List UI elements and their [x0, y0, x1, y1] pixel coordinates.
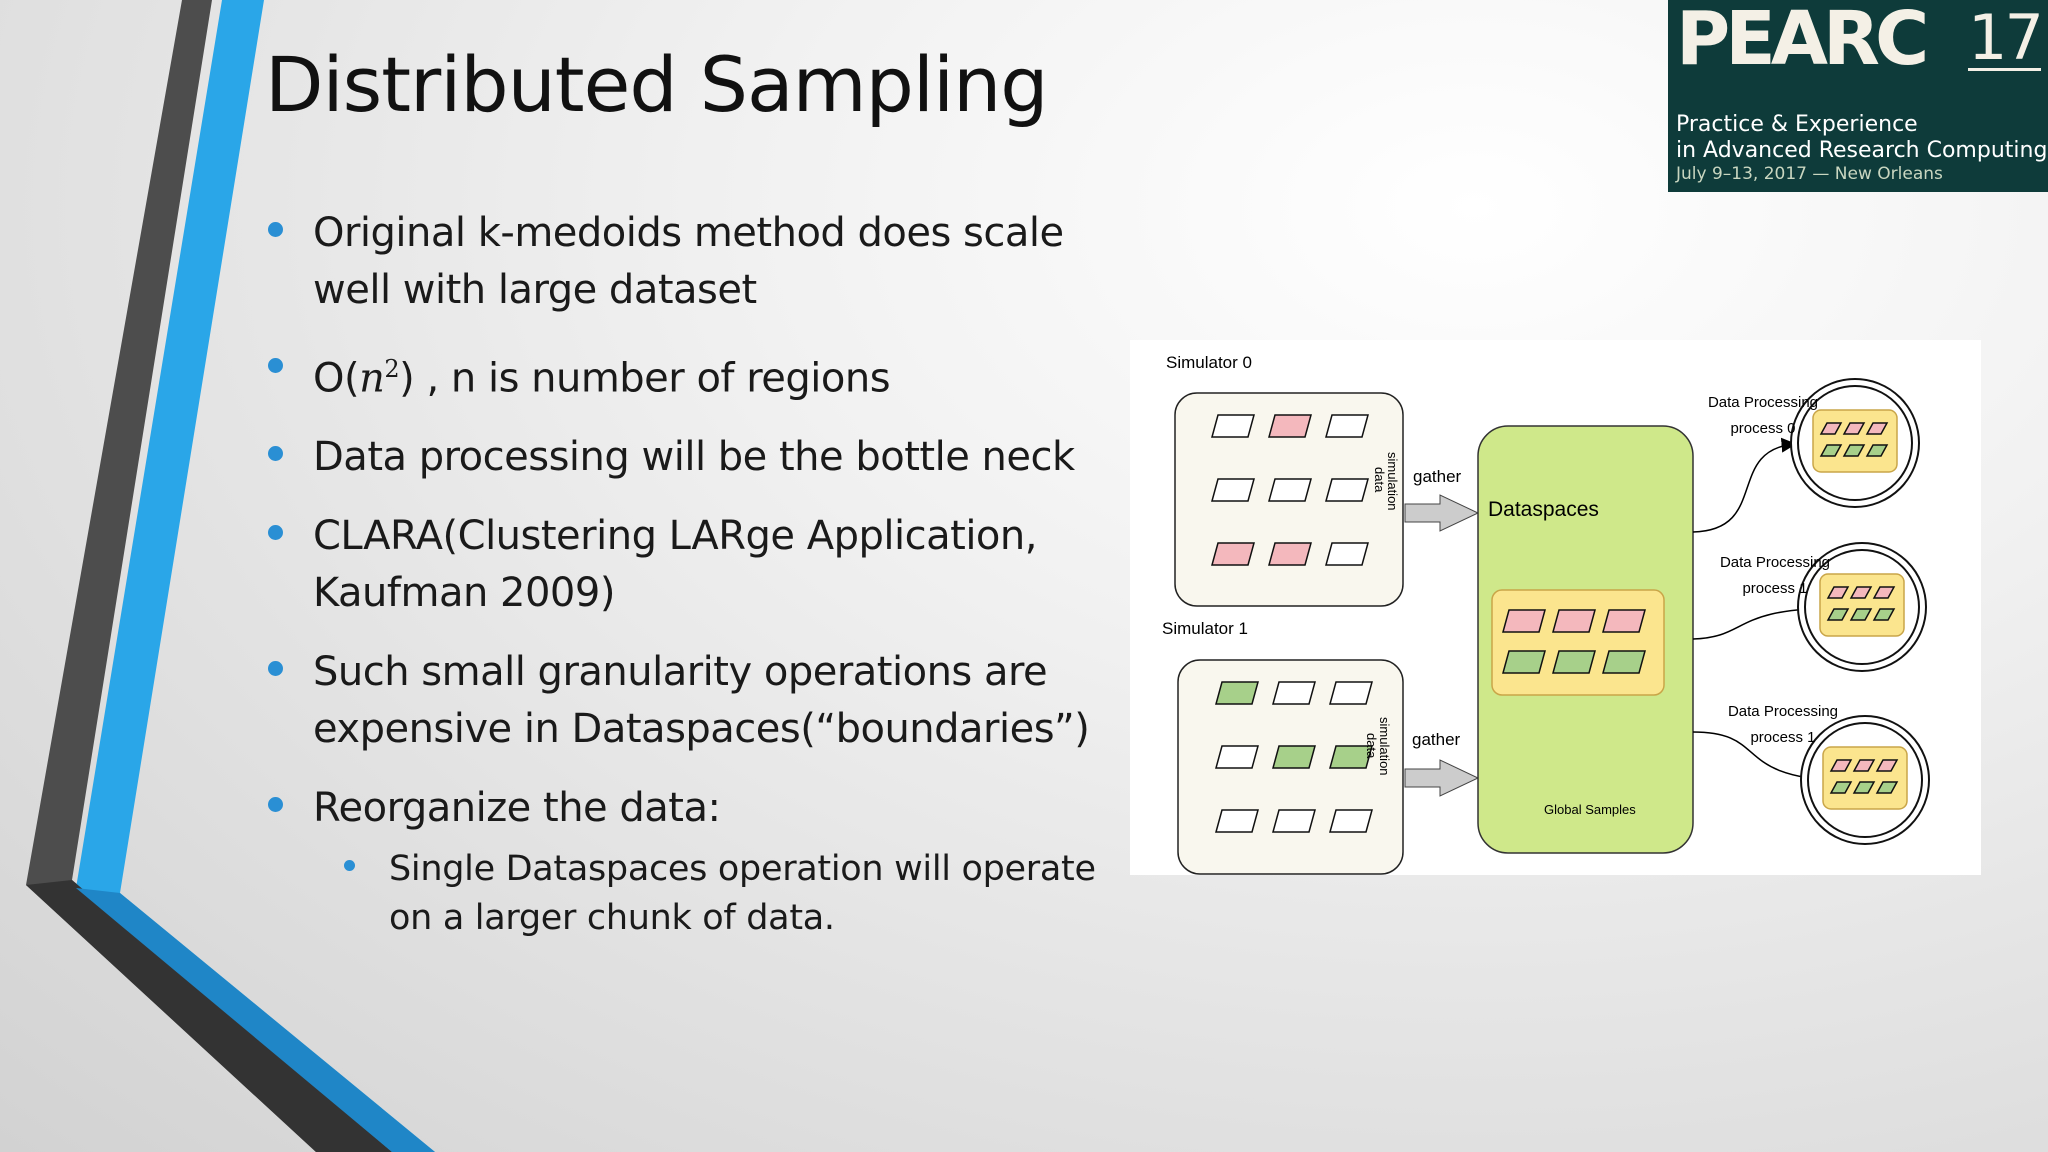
- sample-cell: [1829, 781, 1853, 794]
- sample-cell: [1602, 609, 1646, 633]
- process-label: Data Processing: [1720, 554, 1830, 571]
- simulator-0-cells: [1211, 414, 1369, 566]
- sample-cell: [1872, 608, 1896, 621]
- process-label: process 1: [1750, 729, 1815, 746]
- sample-cell: [1842, 422, 1866, 435]
- bullet-suffix: ) , n is number of regions: [399, 355, 891, 402]
- dark-shadow-band: [26, 880, 392, 1152]
- flow-arrow-0: [1692, 437, 1797, 533]
- data-cell: [1329, 681, 1373, 705]
- simulator-1-label: Simulator 1: [1162, 619, 1248, 638]
- sample-cell: [1842, 444, 1866, 457]
- bullet-item: Data processing will be the bottle neck: [268, 429, 1118, 486]
- gather-arrow-0: [1404, 494, 1480, 532]
- simulator-1-cells: [1215, 681, 1373, 833]
- simulation-data-label: data: [1372, 467, 1387, 493]
- simulation-data-label: simulation: [1385, 452, 1400, 511]
- sample-cell: [1872, 586, 1896, 599]
- processing-nodes: [1790, 378, 1930, 845]
- conference-logo: PEARC 17 Practice & Experience in Advanc…: [1668, 0, 2048, 192]
- sample-cell: [1865, 422, 1889, 435]
- process-label: Data Processing: [1708, 394, 1818, 411]
- data-cell: [1268, 478, 1312, 502]
- sample-cell: [1865, 444, 1889, 457]
- data-cell: [1329, 809, 1373, 833]
- sample-cell: [1849, 608, 1873, 621]
- bullet-item: O(n2) , n is number of regions: [268, 341, 1118, 407]
- sample-cell: [1502, 609, 1546, 633]
- data-cell: [1272, 745, 1316, 769]
- sample-cell: [1826, 586, 1850, 599]
- architecture-diagram: Simulator 0 simulation data gather Simul…: [1130, 340, 1981, 875]
- bullet-item: Such small granularity operations are ex…: [268, 644, 1118, 758]
- blue-lower-band: [76, 888, 435, 1152]
- data-cell: [1325, 478, 1369, 502]
- logo-tagline-2: in Advanced Research Computing: [1676, 138, 2048, 163]
- data-cell: [1329, 745, 1373, 769]
- logo-date: July 9–13, 2017 — New Orleans: [1676, 164, 1943, 184]
- math-exponent: 2: [384, 355, 400, 383]
- data-cell: [1215, 681, 1259, 705]
- bullet-prefix: O(: [313, 355, 360, 402]
- sub-bullet-item: Single Dataspaces operation will operate…: [344, 845, 1118, 943]
- sample-cell: [1826, 608, 1850, 621]
- math-variable: n: [359, 355, 385, 402]
- sample-cell: [1852, 759, 1876, 772]
- simulation-data-label: simulation: [1377, 717, 1392, 776]
- bullet-list: Original k-medoids method does scale wel…: [268, 205, 1118, 943]
- data-cell: [1215, 745, 1259, 769]
- data-cell: [1215, 809, 1259, 833]
- blue-band: [76, 0, 435, 1152]
- slide-title: Distributed Sampling: [265, 40, 1048, 129]
- logo-name: PEARC: [1676, 0, 1929, 82]
- data-cell: [1268, 414, 1312, 438]
- sample-cell: [1819, 444, 1843, 457]
- global-samples-label: Global Samples: [1544, 802, 1636, 817]
- sample-cell: [1875, 781, 1899, 794]
- sample-cell: [1829, 759, 1853, 772]
- sample-cell: [1502, 650, 1546, 674]
- sample-cell: [1819, 422, 1843, 435]
- sample-cell: [1552, 609, 1596, 633]
- process-sample-box: [1812, 409, 1898, 473]
- data-cell: [1325, 542, 1369, 566]
- sample-cell: [1849, 586, 1873, 599]
- data-cell: [1325, 414, 1369, 438]
- sample-cell: [1875, 759, 1899, 772]
- data-cell: [1272, 681, 1316, 705]
- process-label: process 1: [1742, 580, 1807, 597]
- gather-arrow-1: [1404, 759, 1480, 797]
- data-cell: [1211, 414, 1255, 438]
- sample-cell: [1852, 781, 1876, 794]
- bullet-item: Reorganize the data:: [268, 780, 1118, 837]
- data-cell: [1268, 542, 1312, 566]
- bullet-item: Original k-medoids method does scale wel…: [268, 205, 1118, 319]
- process-sample-box: [1819, 573, 1905, 637]
- global-sample-cells: [1502, 609, 1646, 674]
- gather-label-1: gather: [1412, 730, 1461, 749]
- process-label: process 0: [1730, 420, 1795, 437]
- global-samples-box: [1491, 589, 1665, 696]
- simulation-data-label: data: [1364, 733, 1379, 759]
- process-sample-box: [1822, 746, 1908, 810]
- process-label: Data Processing: [1728, 703, 1838, 720]
- dark-band: [26, 0, 392, 1152]
- data-cell: [1272, 809, 1316, 833]
- bullet-item: CLARA(Clustering LARge Application, Kauf…: [268, 508, 1118, 622]
- sample-cell: [1602, 650, 1646, 674]
- gather-label-0: gather: [1413, 467, 1462, 486]
- data-cell: [1211, 542, 1255, 566]
- simulator-0-label: Simulator 0: [1166, 353, 1252, 372]
- data-cell: [1211, 478, 1255, 502]
- dataspaces-label: Dataspaces: [1488, 498, 1599, 521]
- logo-tagline-1: Practice & Experience: [1676, 112, 1918, 137]
- logo-year: 17: [1968, 1, 2044, 74]
- sample-cell: [1552, 650, 1596, 674]
